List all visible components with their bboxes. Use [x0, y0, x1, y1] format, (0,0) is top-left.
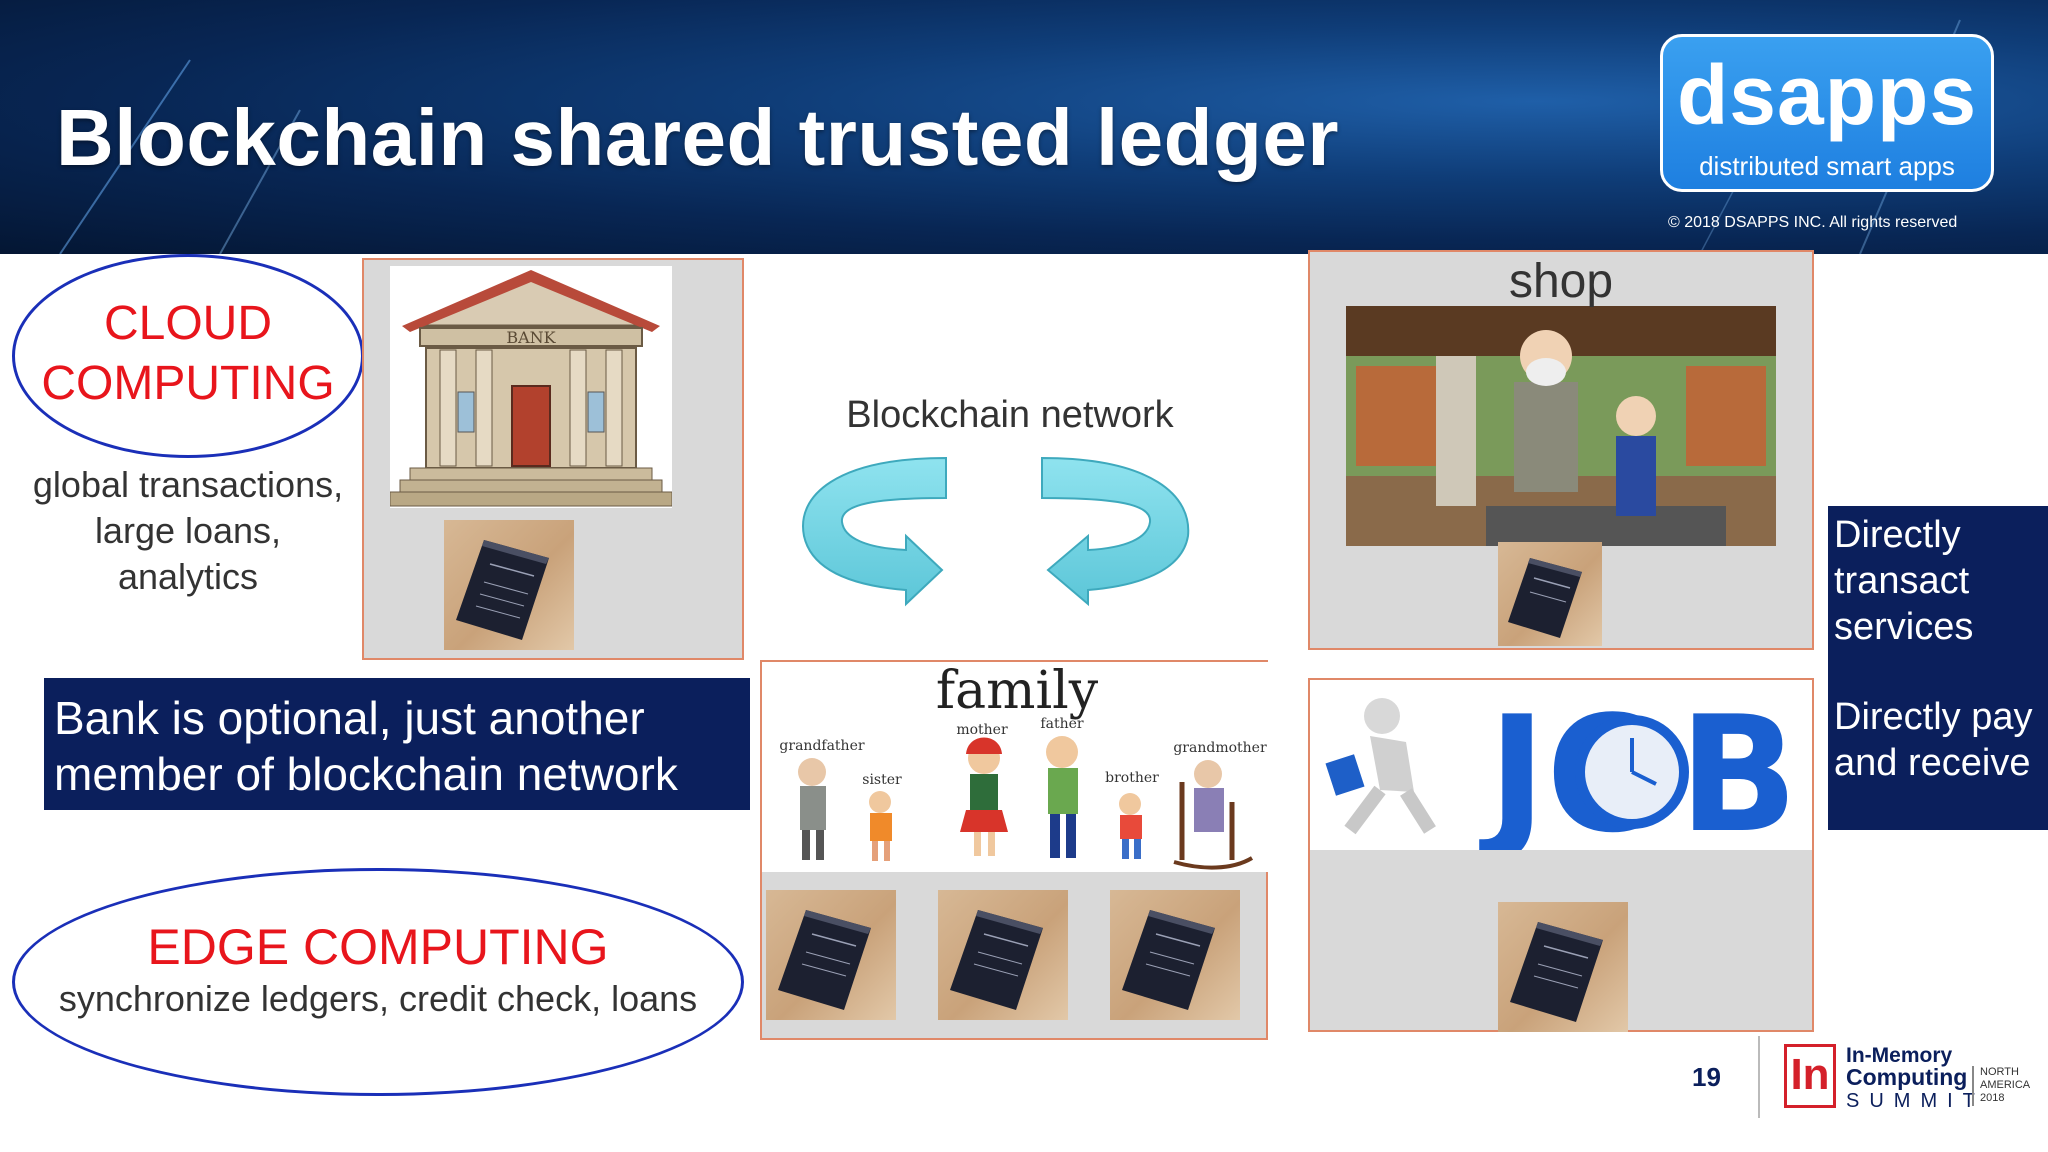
job-panel: JOB — [1308, 678, 1814, 1032]
cycle-arrows-icon — [802, 456, 1190, 607]
bank-note-line: Bank is optional, just another — [54, 692, 645, 744]
family-illustration: family grandfather sister mother father … — [762, 662, 1268, 872]
edge-computing-oval — [12, 868, 744, 1096]
logo-name: dsapps — [1676, 48, 1978, 142]
ledger-book-icon — [950, 910, 1043, 1010]
cloud-description: global transactions, large loans, analyt… — [12, 462, 364, 600]
dsapps-logo: dsapps distributed smart apps — [1660, 34, 1994, 192]
family-panel: family grandfather sister mother father … — [760, 660, 1268, 1040]
blockchain-network-label: Blockchain network — [846, 394, 1174, 436]
header-banner: Blockchain shared trusted ledger dsapps … — [0, 0, 2048, 254]
side-note-line: transact — [1834, 560, 1970, 602]
bank-panel: BANK — [362, 258, 744, 660]
cloud-desc-line: large loans, — [94, 510, 282, 551]
page-number: 19 — [1692, 1062, 1721, 1092]
event-name-line2: Computing — [1846, 1064, 1968, 1090]
edge-computing-title: EDGE COMPUTING — [147, 919, 609, 975]
ledger-book — [938, 890, 1068, 1020]
event-region-line1: NORTH — [1980, 1066, 2019, 1078]
cloud-title-line1: CLOUD — [103, 297, 273, 350]
family-member-label: grandmother — [1173, 740, 1267, 756]
in-memory-computing-logo-mark: In — [1784, 1044, 1836, 1108]
side-note-line: Directly — [1834, 514, 1961, 556]
ledger-book — [1498, 902, 1628, 1032]
event-name-line3: SUMMIT — [1846, 1090, 1985, 1112]
family-member-label: father — [1040, 716, 1083, 732]
logo-tagline: distributed smart apps — [1699, 151, 1955, 181]
bank-building-illustration: BANK — [390, 266, 672, 508]
footer-divider — [1758, 1036, 1760, 1118]
family-member-label: mother — [956, 722, 1008, 738]
side-note-line: and receive — [1834, 742, 2031, 784]
cloud-title-line2: COMPUTING — [41, 357, 335, 410]
cloud-desc-line: analytics — [117, 556, 259, 597]
bank-optional-note: Bank is optional, just another member of… — [44, 678, 750, 810]
event-year: 2018 — [1980, 1092, 2005, 1104]
direct-transact-note: Directly transact services Directly pay … — [1828, 506, 2048, 830]
copyright-notice: © 2018 DSAPPS INC. All rights reserved — [1668, 214, 1958, 231]
shop-illustration — [1346, 306, 1776, 546]
family-member-label: sister — [862, 772, 902, 788]
cloud-desc-line: global transactions, — [32, 464, 344, 505]
ledger-book — [1498, 542, 1602, 646]
ledger-book — [766, 890, 896, 1020]
event-region-line2: AMERICA — [1980, 1079, 2031, 1091]
family-member-label: brother — [1105, 770, 1159, 786]
ledger-book-icon — [1510, 922, 1603, 1022]
ledger-book — [444, 520, 574, 650]
ledger-book-icon — [1508, 558, 1582, 638]
ledger-book-icon — [778, 910, 871, 1010]
family-title: family — [936, 662, 1099, 721]
slide-title: Blockchain shared trusted ledger — [56, 93, 1340, 182]
ledger-book-icon — [456, 540, 549, 640]
shop-label: shop — [1508, 255, 1614, 308]
event-logo-separator — [1972, 1066, 1974, 1106]
edge-computing-description: synchronize ledgers, credit check, loans — [58, 978, 698, 1019]
side-note-line: services — [1834, 606, 1974, 648]
bank-sign-text: BANK — [506, 328, 556, 347]
event-name-line1: In-Memory — [1846, 1044, 1953, 1067]
bank-note-line: member of blockchain network — [54, 748, 678, 800]
ledger-book — [1110, 890, 1240, 1020]
ledger-book-icon — [1122, 910, 1215, 1010]
side-note-line: Directly pay — [1834, 696, 2033, 738]
shop-panel — [1308, 250, 1814, 650]
family-member-label: grandfather — [779, 738, 864, 754]
job-illustration: JOB — [1310, 680, 1812, 850]
